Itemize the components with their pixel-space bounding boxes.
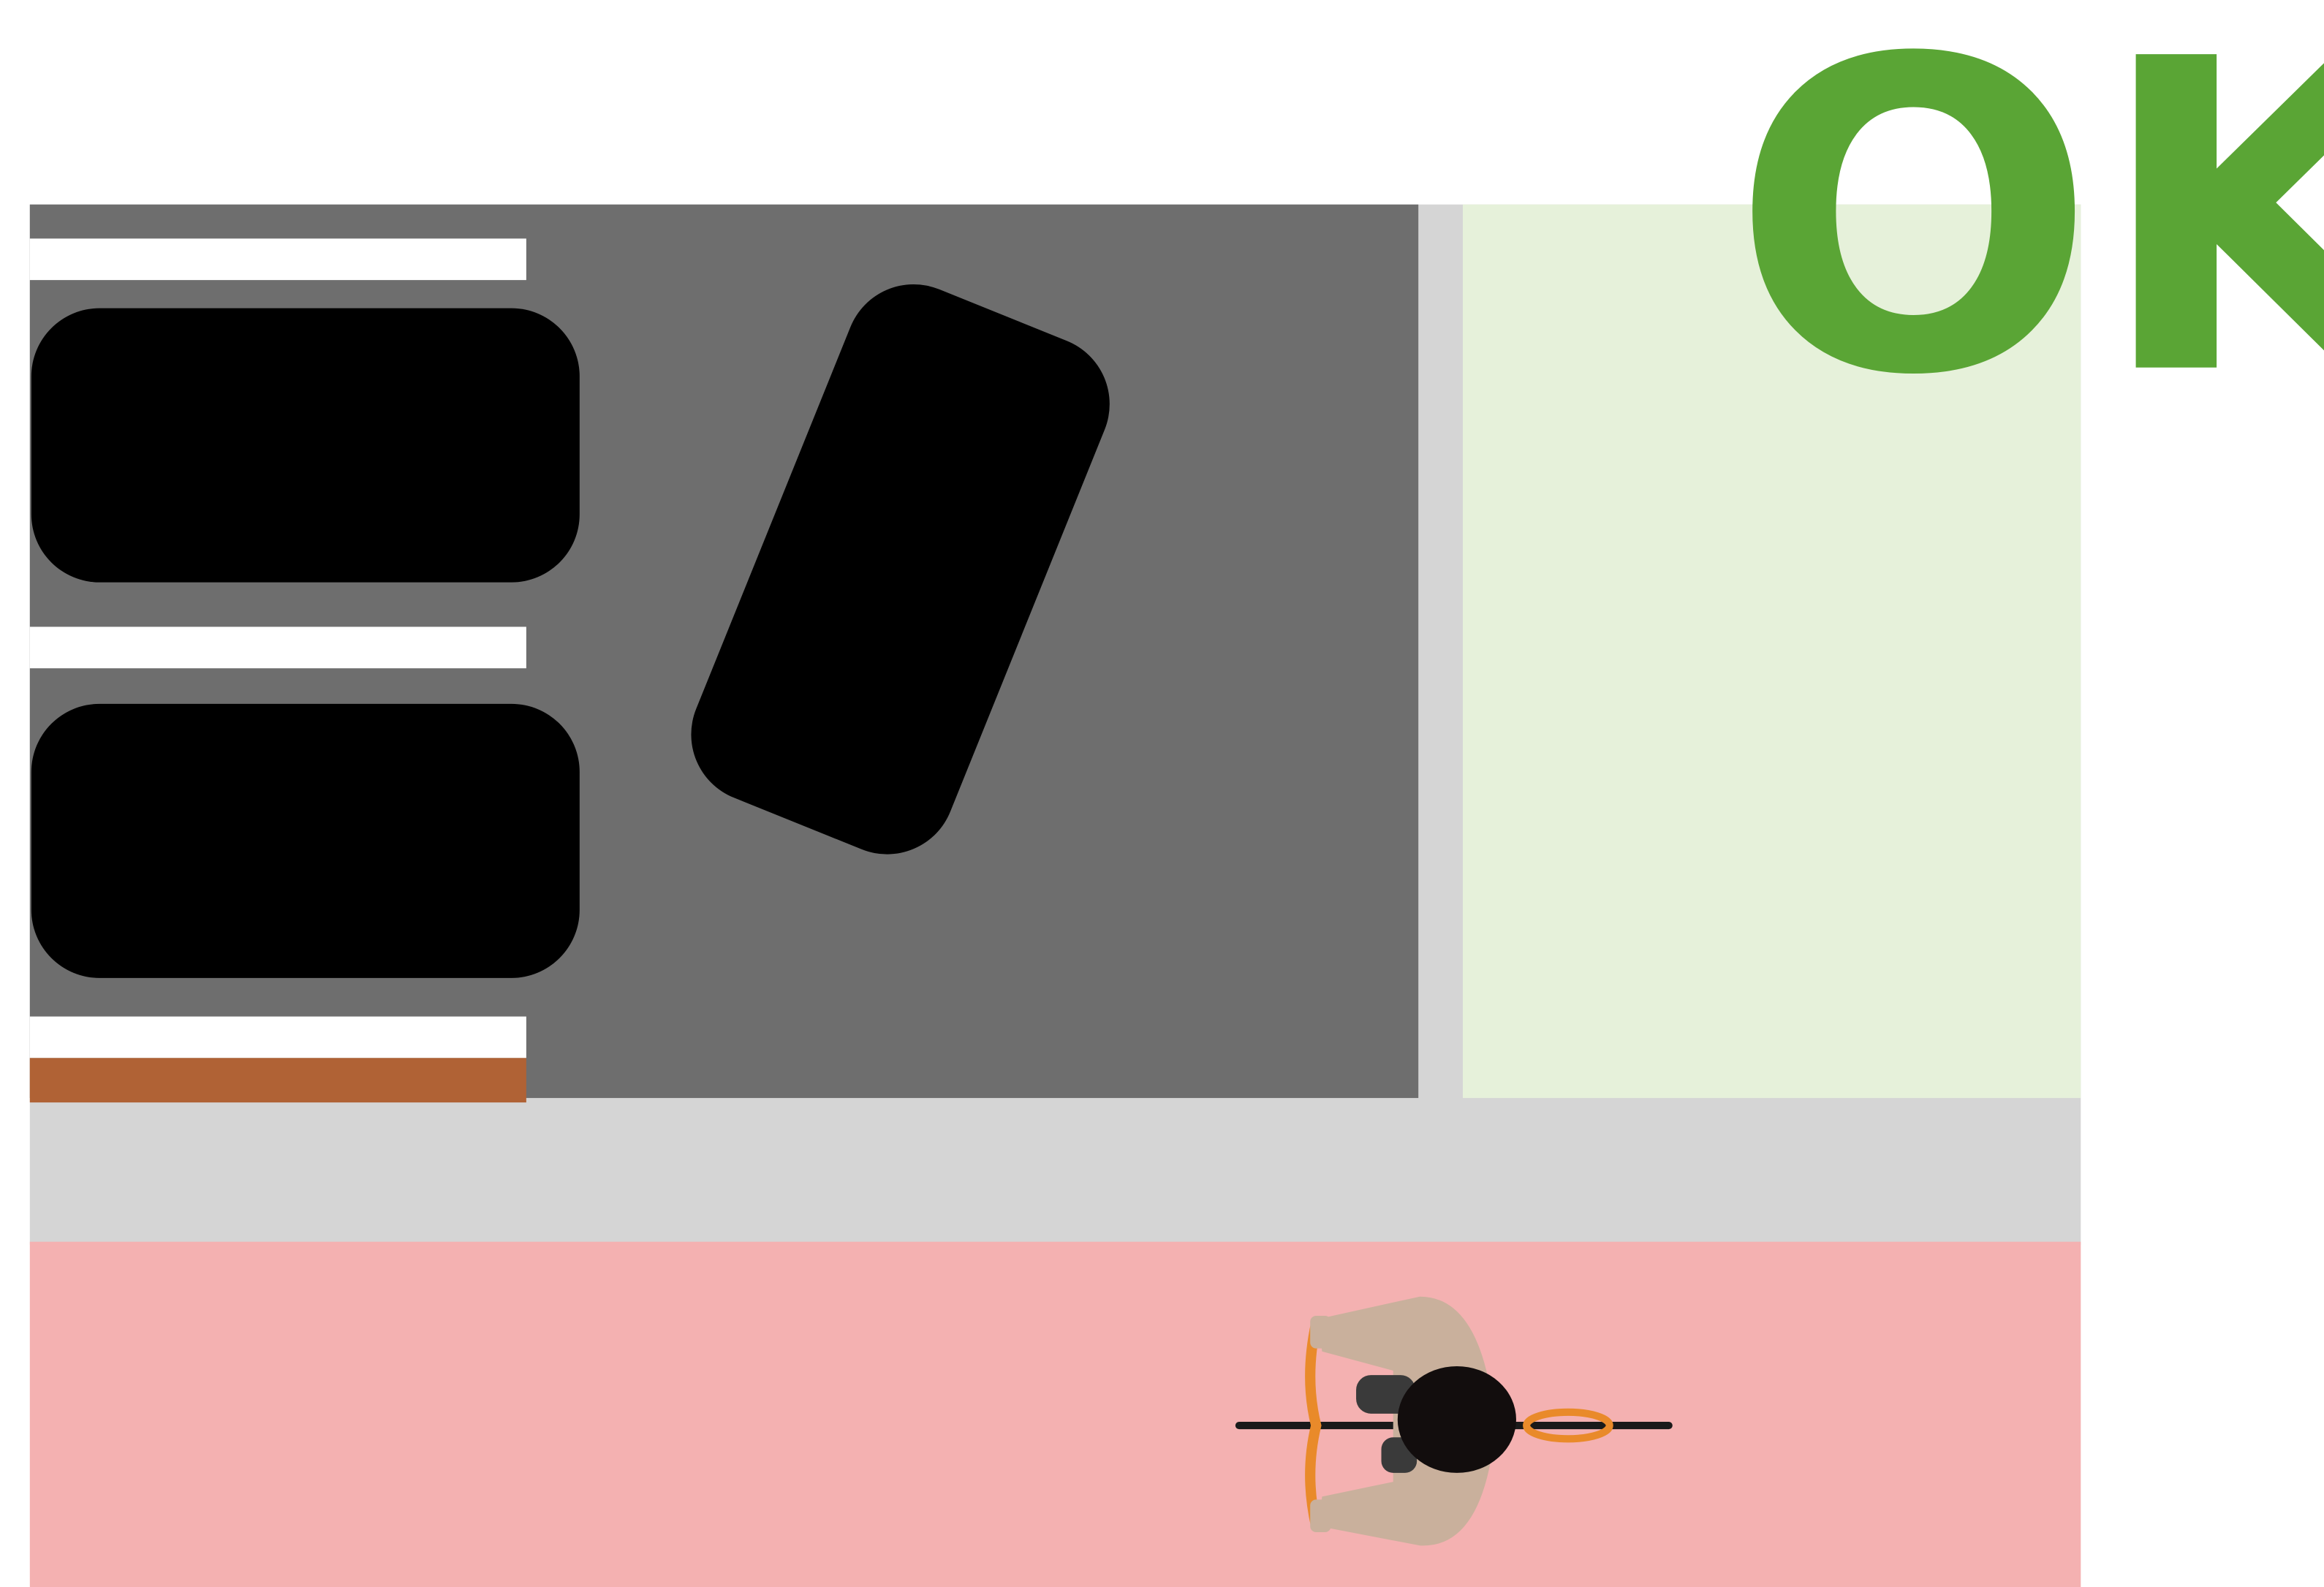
parked-car [31, 308, 580, 583]
curb [30, 1058, 526, 1102]
ghost-car [31, 704, 580, 978]
ok-headline: OK [1731, 0, 2324, 469]
parking-line [30, 238, 526, 280]
bike-lane [30, 1242, 2081, 1587]
parking-line [30, 626, 526, 668]
parking-line [30, 1017, 526, 1058]
